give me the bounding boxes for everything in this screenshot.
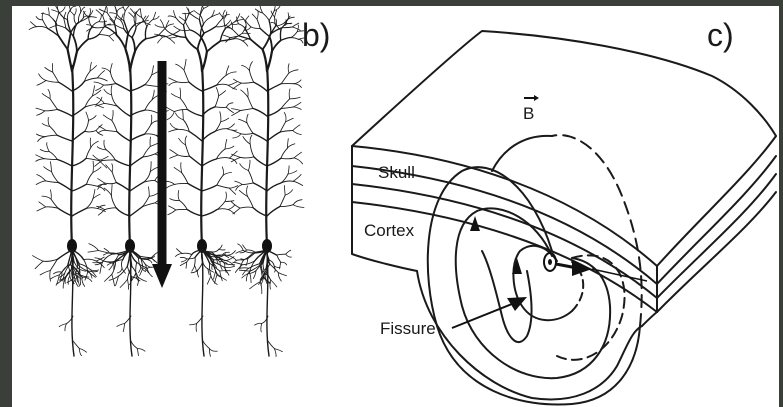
fissure-label: Fissure (380, 319, 436, 338)
field-lines (428, 135, 642, 404)
panel-b-label: b) (302, 17, 330, 53)
current-dipole (544, 253, 647, 281)
field-label: B (523, 104, 534, 123)
head-slab (352, 31, 776, 399)
skull-label: Skull (378, 163, 415, 182)
slab-ridge (657, 136, 776, 266)
panel-c: c) (352, 17, 776, 405)
panel-c-label: c) (707, 17, 734, 53)
cortex-label: Cortex (364, 221, 415, 240)
neuron-group (29, 6, 304, 357)
figure-frame: b) c) (12, 6, 779, 407)
panel-b: b) (29, 6, 330, 357)
figure-canvas: b) c) (12, 6, 779, 407)
field-label-group: B (523, 95, 539, 123)
field-line-inner (456, 208, 610, 378)
